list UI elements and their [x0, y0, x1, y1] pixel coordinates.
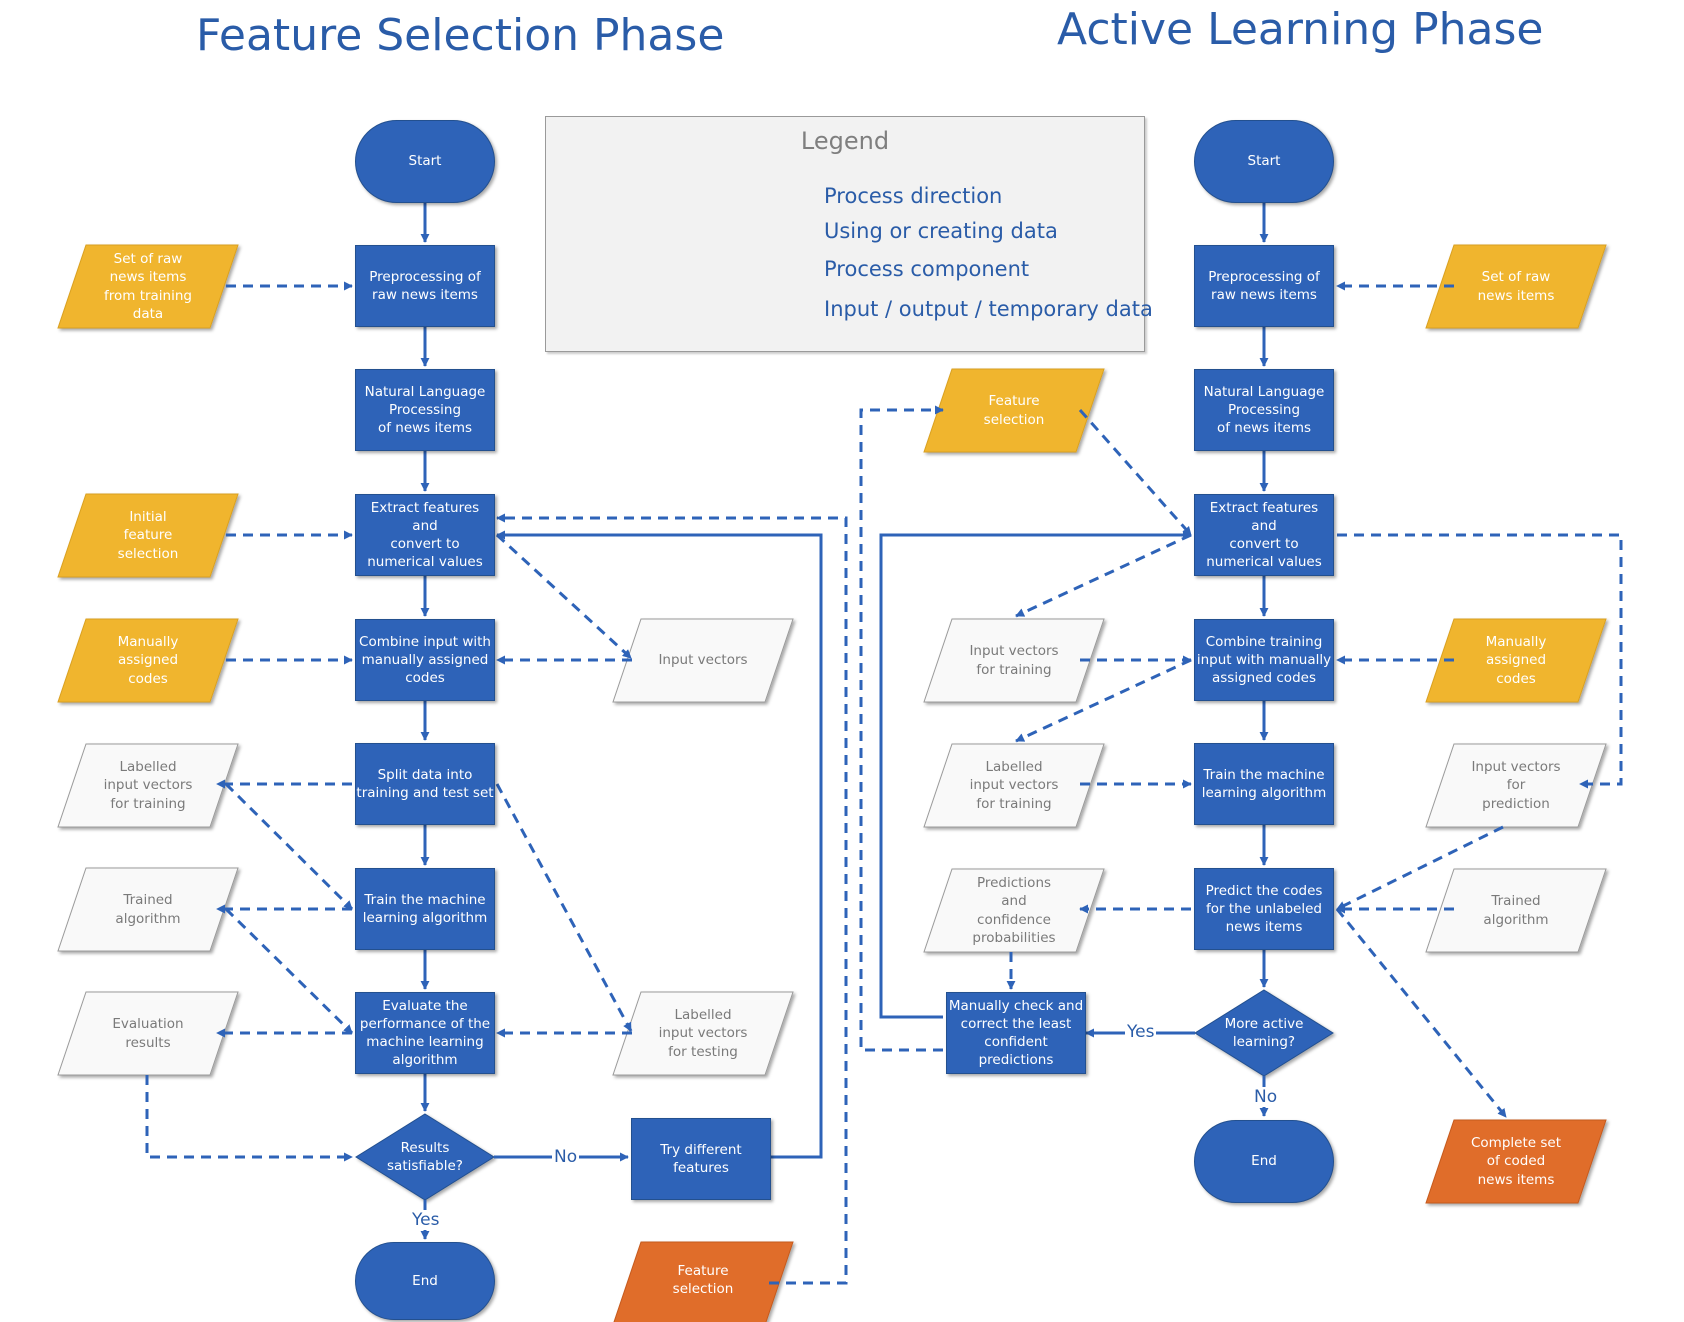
- al-no-label: No: [1252, 1087, 1280, 1107]
- fs-decision-shape: [355, 1113, 495, 1201]
- fs-yes-label: Yes: [410, 1210, 442, 1230]
- fs-split-step[interactable]: Split data into training and test set: [355, 743, 495, 825]
- fs-dashed-connectors: [145, 281, 848, 1285]
- al-feature-sel-shape: [923, 368, 1105, 453]
- fs-combine-step[interactable]: Combine input with manually assigned cod…: [355, 619, 495, 701]
- fs-feature-out-shape: [613, 1241, 794, 1322]
- fs-extract-step[interactable]: Extract features and convert to numerica…: [355, 494, 495, 576]
- fs-labelled-test-shape: [612, 991, 794, 1076]
- fs-input-vectors-shape: [612, 618, 794, 703]
- fs-solid-connectors: [420, 203, 823, 1240]
- al-yes-label: Yes: [1125, 1022, 1157, 1042]
- legend: Legend Process direction Using or creati…: [545, 116, 1153, 352]
- fs-manual-codes-shape: [57, 618, 239, 703]
- al-complete-set-shape: [1425, 1119, 1607, 1204]
- al-predictions-shape: [923, 868, 1105, 953]
- fs-start-terminal[interactable]: Start: [355, 120, 495, 203]
- legend-process-direction: Process direction: [824, 184, 1003, 208]
- legend-title: Legend: [800, 127, 890, 155]
- fs-evaluate-step[interactable]: Evaluate the performance of the machine …: [355, 992, 495, 1074]
- fs-labelled-train-shape: [57, 743, 239, 828]
- al-input-vec-pred-shape: [1425, 743, 1607, 828]
- al-extract-step[interactable]: Extract features and convert to numerica…: [1194, 494, 1334, 576]
- fs-no-label: No: [552, 1147, 580, 1167]
- al-manual-codes-shape: [1425, 618, 1607, 703]
- al-labelled-train-shape: [923, 743, 1105, 828]
- al-decision-shape: [1194, 989, 1334, 1077]
- fs-nlp-step[interactable]: Natural Language Processing of news item…: [355, 369, 495, 451]
- fs-initial-feature-shape: [57, 493, 239, 578]
- al-combine-step[interactable]: Combine training input with manually ass…: [1194, 619, 1334, 701]
- al-raw-input-shape: [1425, 244, 1607, 329]
- fs-try-features-step[interactable]: Try different features: [631, 1118, 771, 1200]
- fs-trained-alg-shape: [57, 867, 239, 952]
- fs-train-step[interactable]: Train the machine learning algorithm: [355, 868, 495, 950]
- fs-eval-results-shape: [57, 991, 239, 1076]
- al-end-terminal[interactable]: End: [1194, 1120, 1334, 1203]
- fs-end-terminal[interactable]: End: [355, 1242, 495, 1320]
- legend-io-data: Input / output / temporary data: [824, 297, 1153, 321]
- al-start-terminal[interactable]: Start: [1194, 120, 1334, 203]
- al-predict-step[interactable]: Predict the codes for the unlabeled news…: [1194, 868, 1334, 950]
- fs-raw-input-shape: [57, 244, 239, 329]
- al-trained-alg-shape: [1425, 868, 1607, 953]
- al-preprocess-step[interactable]: Preprocessing of raw news items: [1194, 245, 1334, 327]
- fs-preprocess-step[interactable]: Preprocessing of raw news items: [355, 245, 495, 327]
- legend-process-component: Process component: [824, 257, 1030, 281]
- al-manual-check-step[interactable]: Manually check and correct the least con…: [946, 992, 1086, 1074]
- al-dashed-connectors: [859, 281, 1623, 1118]
- feature-selection-phase-title: Feature Selection Phase: [196, 10, 725, 61]
- al-input-vec-train-shape: [923, 618, 1105, 703]
- al-train-step[interactable]: Train the machine learning algorithm: [1194, 743, 1334, 825]
- legend-using-creating-data: Using or creating data: [824, 219, 1058, 243]
- al-nlp-step[interactable]: Natural Language Processing of news item…: [1194, 369, 1334, 451]
- active-learning-phase-title: Active Learning Phase: [1057, 4, 1544, 55]
